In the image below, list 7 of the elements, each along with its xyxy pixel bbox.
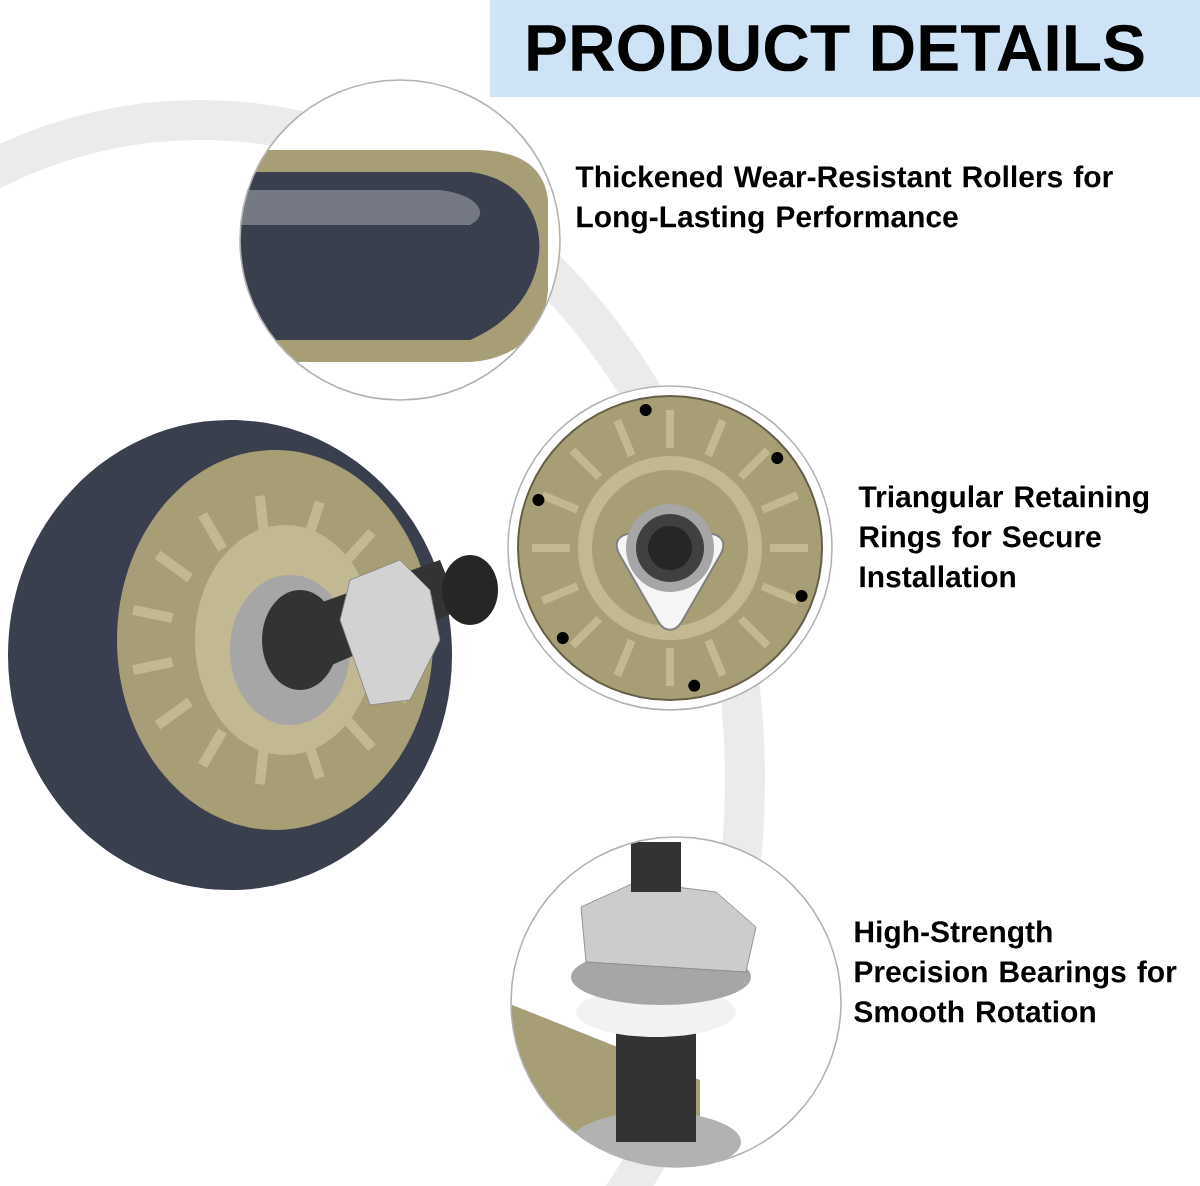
- detail-photo: [510, 836, 842, 1168]
- feature-text: High-Strength Precision Bearings for Smooth Rotation: [854, 920, 1177, 1023]
- detail-photo: [239, 79, 561, 401]
- title-banner: PRODUCT DETAILS: [490, 0, 1200, 97]
- detail-photo: [507, 385, 833, 711]
- feature-text: Triangular Retaining Rings for Secure Installation: [858, 485, 1149, 588]
- feature-text: Thickened Wear-Resistant Rollers for Long-Lasting Performance: [575, 165, 1113, 234]
